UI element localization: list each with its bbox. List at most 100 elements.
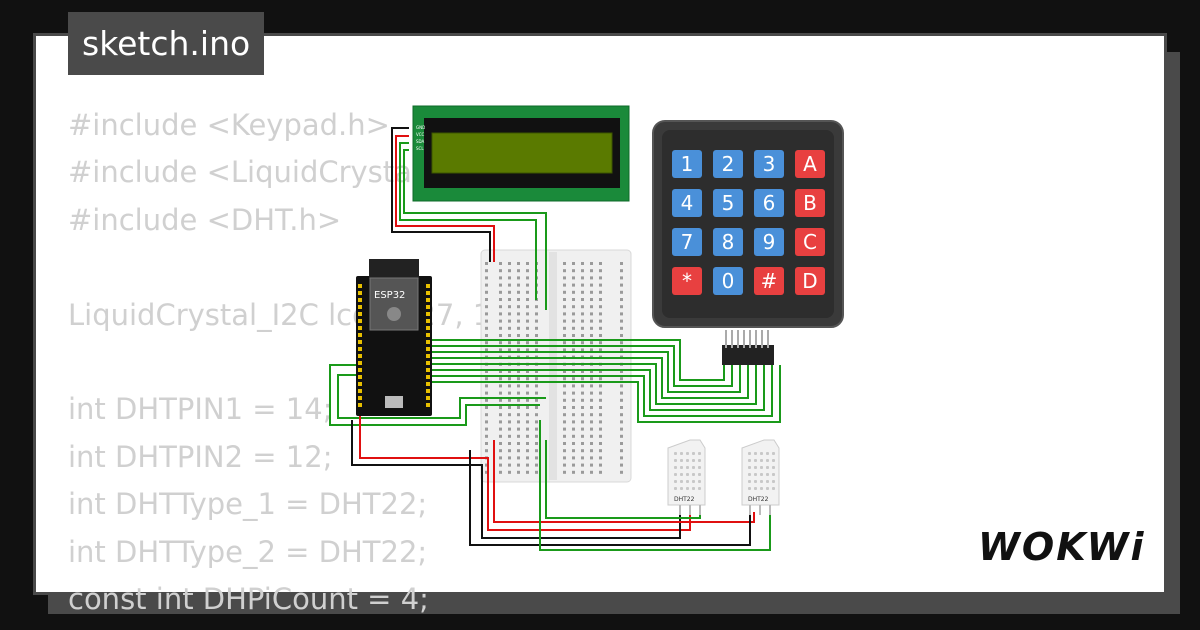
dht22-vent bbox=[766, 466, 769, 469]
dht22-vent bbox=[766, 480, 769, 483]
esp32-pin bbox=[426, 382, 430, 386]
breadboard-hole bbox=[620, 427, 623, 431]
dht22-vent bbox=[754, 466, 757, 469]
breadboard-hole bbox=[581, 334, 584, 337]
breadboard-hole bbox=[499, 427, 502, 431]
esp32-board[interactable]: ESP32 bbox=[356, 259, 432, 416]
dht22-vent bbox=[754, 487, 757, 490]
breadboard-hole bbox=[508, 442, 511, 445]
breadboard-hole bbox=[517, 298, 520, 301]
breadboard-hole bbox=[563, 384, 566, 388]
breadboard-hole bbox=[581, 326, 584, 330]
breadboard-hole bbox=[499, 262, 502, 265]
breadboard-hole bbox=[526, 456, 529, 460]
keypad-key-9[interactable]: 9 bbox=[754, 228, 784, 256]
breadboard-hole bbox=[572, 348, 575, 352]
breadboard-hole bbox=[572, 319, 575, 323]
dht22-vent bbox=[674, 459, 677, 462]
breadboard-hole bbox=[572, 434, 575, 438]
breadboard-hole bbox=[620, 449, 623, 453]
keypad-key-C[interactable]: C bbox=[795, 228, 825, 256]
breadboard-hole bbox=[590, 276, 593, 280]
keypad-key-D[interactable]: D bbox=[795, 267, 825, 295]
keypad-key-A[interactable]: A bbox=[795, 150, 825, 178]
breadboard[interactable] bbox=[480, 249, 632, 483]
breadboard-hole bbox=[599, 348, 602, 352]
keypad-key-label: 0 bbox=[722, 269, 735, 293]
breadboard-hole bbox=[485, 370, 488, 373]
breadboard-hole bbox=[599, 434, 602, 438]
breadboard-hole bbox=[620, 290, 623, 294]
esp32-pin bbox=[358, 291, 362, 295]
breadboard-hole bbox=[517, 463, 520, 467]
lcd-display[interactable]: GND VCC SDA SCL bbox=[412, 105, 630, 202]
dht22-label: DHT22 bbox=[674, 496, 695, 503]
dht22-vents bbox=[674, 452, 701, 490]
keypad-key-5[interactable]: 5 bbox=[713, 189, 743, 217]
breadboard-hole bbox=[499, 290, 502, 294]
breadboard-hole bbox=[535, 398, 538, 402]
breadboard-hole bbox=[517, 319, 520, 323]
breadboard-hole bbox=[599, 377, 602, 381]
dht22-vent bbox=[674, 487, 677, 490]
dht22-vent bbox=[686, 480, 689, 483]
breadboard-hole bbox=[499, 406, 502, 409]
keypad-key-8[interactable]: 8 bbox=[713, 228, 743, 256]
breadboard-hole bbox=[499, 391, 502, 395]
breadboard-hole bbox=[581, 434, 584, 438]
keypad-key-B[interactable]: B bbox=[795, 189, 825, 217]
breadboard-hole bbox=[599, 290, 602, 294]
breadboard-hole bbox=[485, 463, 488, 467]
dht22-vent bbox=[680, 459, 683, 462]
breadboard-hole bbox=[508, 334, 511, 337]
breadboard-hole bbox=[563, 377, 566, 381]
breadboard-hole bbox=[517, 276, 520, 280]
breadboard-hole bbox=[485, 276, 488, 280]
keypad-key-1[interactable]: 1 bbox=[672, 150, 702, 178]
breadboard-hole bbox=[581, 413, 584, 417]
breadboard-hole bbox=[526, 319, 529, 323]
breadboard-hole bbox=[517, 290, 520, 294]
keypad-key-2[interactable]: 2 bbox=[713, 150, 743, 178]
keypad-key-6[interactable]: 6 bbox=[754, 189, 784, 217]
breadboard-hole bbox=[563, 370, 566, 373]
dht22-vent bbox=[760, 459, 763, 462]
breadboard-hole bbox=[526, 398, 529, 402]
breadboard-hole bbox=[599, 319, 602, 323]
breadboard-hole bbox=[590, 456, 593, 460]
keypad-key-0[interactable]: 0 bbox=[713, 267, 743, 295]
keypad-key-#[interactable]: # bbox=[754, 267, 784, 295]
keypad-key-3[interactable]: 3 bbox=[754, 150, 784, 178]
breadboard-hole bbox=[485, 334, 488, 337]
breadboard-hole bbox=[508, 470, 511, 474]
breadboard-hole bbox=[620, 384, 623, 388]
dht22-sensor-2[interactable]: DHT22 bbox=[741, 439, 780, 515]
breadboard-hole bbox=[526, 442, 529, 445]
breadboard-hole bbox=[563, 420, 566, 424]
esp32-pin bbox=[426, 305, 430, 309]
breadboard-hole bbox=[590, 384, 593, 388]
breadboard-hole bbox=[485, 442, 488, 445]
keypad-key-*[interactable]: * bbox=[672, 267, 702, 295]
breadboard-hole bbox=[620, 420, 623, 424]
dht22-vent bbox=[772, 487, 775, 490]
code-preview: #include <Keypad.h> #include <LiquidCrys… bbox=[68, 102, 568, 623]
keypad-key-4[interactable]: 4 bbox=[672, 189, 702, 217]
breadboard-hole bbox=[526, 413, 529, 417]
esp32-pin bbox=[358, 375, 362, 379]
breadboard-hole bbox=[572, 326, 575, 330]
breadboard-hole bbox=[485, 312, 488, 316]
breadboard-hole bbox=[499, 377, 502, 381]
breadboard-hole bbox=[599, 470, 602, 474]
dht22-vent bbox=[772, 480, 775, 483]
breadboard-hole bbox=[526, 370, 529, 373]
keypad-key-7[interactable]: 7 bbox=[672, 228, 702, 256]
breadboard-hole bbox=[590, 305, 593, 309]
dht22-vent bbox=[698, 487, 701, 490]
dht22-sensor-1[interactable]: DHT22 bbox=[667, 439, 706, 515]
breadboard-hole bbox=[620, 334, 623, 337]
breadboard-hole bbox=[572, 341, 575, 345]
